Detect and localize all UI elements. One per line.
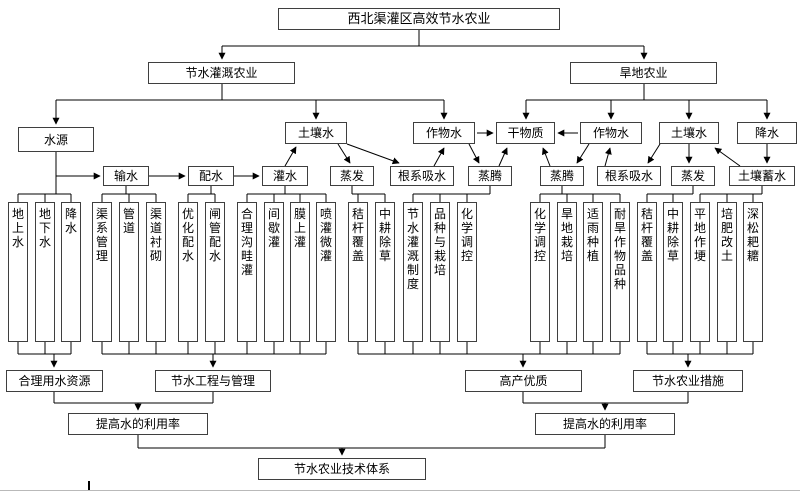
root-uptake-left-node: 根系吸水 [390,166,454,186]
rational-water-use-node: 合理用水资源 [6,370,103,392]
column-furrow-border-irrigation: 合理沟畦灌 [237,202,257,342]
text-cursor [88,481,90,491]
water-distribution-node: 配水 [188,166,234,186]
soil-water-left-node: 土壤水 [285,122,347,144]
water-efficiency-left-node: 提高水的利用率 [68,413,208,435]
water-conveyance-node: 输水 [103,166,149,186]
evaporation-left-node: 蒸发 [330,166,374,186]
column-canal-management: 渠系管理 [92,202,112,342]
engineering-management-node: 节水工程与管理 [155,370,271,392]
column-precipitation: 降水 [61,202,81,342]
soil-storage-node: 土壤蓄水 [729,166,795,186]
column-dryland-cultivation: 旱地栽培 [557,202,577,342]
column-chemical-regulation-left: 化学调控 [457,202,477,342]
crop-water-left-node: 作物水 [413,122,475,144]
column-irrigation-regime: 节水灌溉制度 [403,202,423,342]
column-surface-water: 地上水 [8,202,28,342]
column-variety-cultivation: 品种与栽培 [430,202,450,342]
transpiration-right-node: 蒸腾 [540,166,584,186]
column-gate-pipe-distribution: 闸管配水 [205,202,225,342]
tech-system-node: 节水农业技术体系 [258,458,426,480]
column-intermittent-irrigation: 间歇灌 [264,202,284,342]
column-ground-water: 地下水 [35,202,55,342]
column-film-irrigation: 膜上灌 [290,202,310,342]
column-pipeline: 管道 [119,202,139,342]
crop-water-right-node: 作物水 [580,122,642,144]
column-canal-lining: 渠道衬砌 [146,202,166,342]
column-drought-resistant-varieties: 耐旱作物品种 [610,202,630,342]
agri-measures-node: 节水农业措施 [633,370,743,392]
water-source-node: 水源 [18,127,94,152]
root-node: 西北渠灌区高效节水农业 [278,8,560,30]
column-straw-mulch-left: 秸杆覆盖 [348,202,368,342]
water-saving-irrigation-node: 节水灌溉农业 [148,62,295,84]
root-uptake-right-node: 根系吸水 [597,166,661,186]
precipitation-node: 降水 [737,122,797,144]
column-sprinkler-micro-irrigation: 喷灌微灌 [316,202,336,342]
soil-water-right-node: 土壤水 [659,122,719,144]
water-efficiency-right-node: 提高水的利用率 [535,413,675,435]
page-edge-line [0,490,800,491]
evaporation-right-node: 蒸发 [671,166,715,186]
column-optimized-distribution: 优化配水 [178,202,198,342]
column-weeding-left: 中耕除草 [375,202,395,342]
irrigation-node: 灌水 [262,166,308,186]
dry-matter-node: 干物质 [496,122,555,144]
column-land-leveling: 平地作埂 [690,202,710,342]
column-chemical-regulation-right: 化学调控 [530,202,550,342]
column-straw-mulch-right: 秸杆覆盖 [637,202,657,342]
transpiration-left-node: 蒸腾 [468,166,512,186]
column-rain-adapted-planting: 适雨种植 [583,202,603,342]
dryland-agriculture-node: 旱地农业 [570,62,717,84]
column-deep-tillage: 深松耙耱 [743,202,763,342]
column-weeding-right: 中耕除草 [663,202,683,342]
column-soil-improvement: 培肥改土 [717,202,737,342]
high-yield-quality-node: 高产优质 [465,370,582,392]
